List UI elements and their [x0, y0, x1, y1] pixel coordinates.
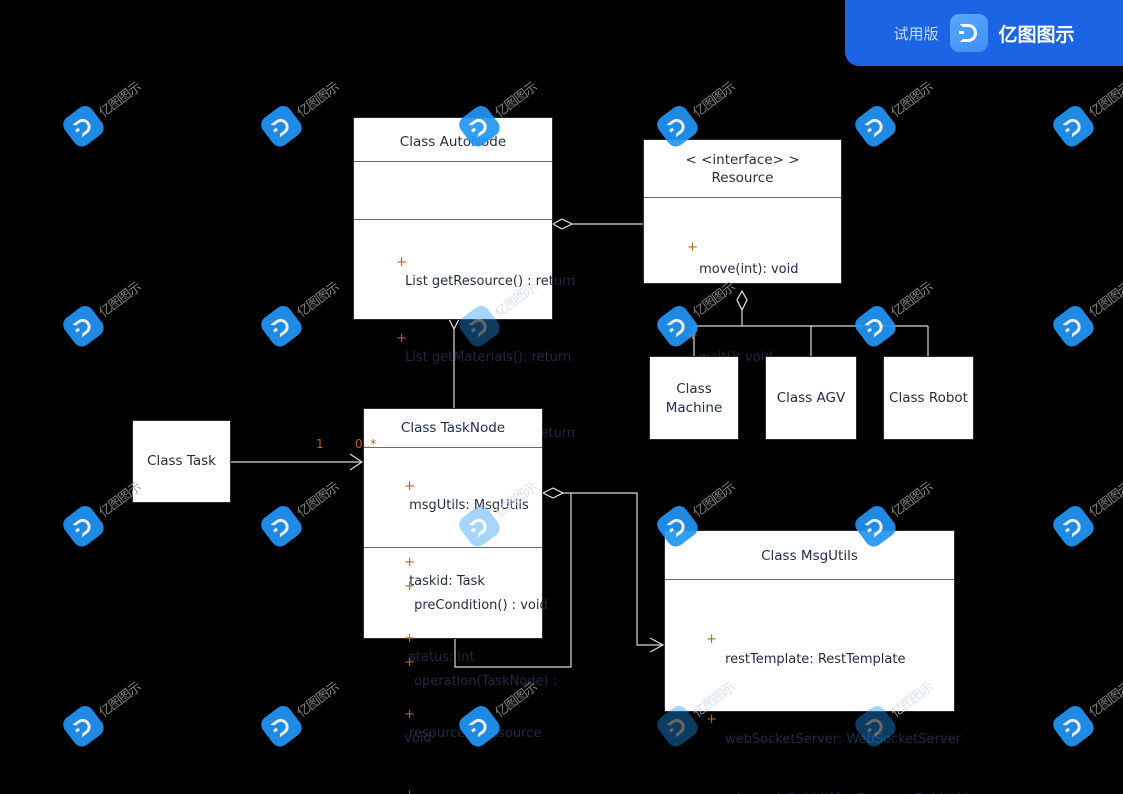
visibility-marker: + [706, 712, 717, 727]
class-node-machine[interactable]: Class Machine [649, 356, 739, 440]
class-member: dynamicRabbitMq: DynamicRabbitMq [673, 770, 976, 794]
visibility-marker: + [404, 631, 415, 646]
edge-task-tasknode[interactable] [231, 453, 364, 471]
visibility-marker: + [706, 632, 717, 647]
member-text: preCondition() : void [414, 598, 548, 613]
class-node-tasknode[interactable]: Class TaskNode + msgUtils: MsgUtils + ta… [363, 408, 557, 794]
methods-compartment: + move(int): void + wait(): void [644, 197, 841, 365]
visibility-marker: + [396, 255, 407, 270]
member-text: dynamicRabbitMq: DynamicRabbitMq [732, 792, 976, 794]
member-text: move(int): void [699, 262, 799, 277]
class-title: Class MsgUtils [761, 548, 858, 564]
class-node-task[interactable]: Class Task [132, 420, 231, 503]
interface-stereotype: < <interface> > [685, 152, 800, 168]
class-title: Resource [711, 170, 774, 186]
attributes-compartment [354, 161, 552, 219]
class-title: Class AGV [776, 390, 846, 406]
member-text: List getResource() : return [405, 274, 576, 289]
edge-autonode-resource[interactable] [551, 218, 643, 230]
class-member: + move(int): void [654, 215, 841, 303]
class-title: Class Robot [889, 390, 968, 406]
class-member: + status: int [371, 610, 542, 686]
visibility-marker: + [687, 240, 698, 255]
attributes-compartment: + msgUtils: MsgUtils + taskid: Task + st… [364, 447, 542, 741]
class-member: + operation(TaskNode) : [371, 634, 557, 710]
class-node-robot[interactable]: Class Robot [883, 356, 974, 440]
class-node-agv[interactable]: Class AGV [765, 356, 857, 440]
edraw-logo-icon [949, 14, 988, 52]
multiplicity-source: 1 [316, 437, 324, 451]
member-text: msgUtils: MsgUtils [409, 498, 529, 513]
methods-compartment: + preCondition() : void + operation(Task… [364, 547, 557, 794]
member-text: operation(TaskNode) : [414, 674, 558, 689]
member-text: List getMaterials(): return [405, 350, 572, 365]
methods-compartment: + List getResource() : return + List get… [354, 219, 575, 441]
trial-banner[interactable]: 试用版 亿图图示 [845, 0, 1123, 66]
class-title: Class Task [147, 453, 216, 469]
class-member: void [371, 710, 542, 767]
class-title: Class Machine [665, 381, 723, 416]
brand-name: 亿图图示 [998, 23, 1075, 46]
member-text: void [404, 731, 432, 746]
visibility-marker: + [404, 655, 415, 670]
visibility-marker: + [404, 788, 415, 794]
visibility-marker: + [404, 555, 415, 570]
visibility-marker: + [396, 331, 407, 346]
class-member: + taskid: Task [371, 534, 542, 610]
class-title: Class AutoNode [399, 134, 507, 150]
class-node-resource[interactable]: < <interface> > Resource + move(int): vo… [643, 139, 842, 365]
visibility-marker: + [404, 479, 415, 494]
edge-tasknode-msgutils[interactable] [541, 487, 665, 653]
class-member: + preCondition() : void [371, 558, 548, 634]
class-title: Class TaskNode [400, 420, 506, 436]
member-text: status: int [409, 650, 475, 665]
multiplicity-target: 0..* [355, 437, 377, 451]
class-member: + confirm() : void [371, 767, 542, 794]
trial-label: 试用版 [893, 24, 939, 43]
class-member: + List getMaterials(): return [363, 310, 571, 386]
class-member: + webSocketServer: WebSocketServer [673, 690, 961, 770]
edge-tasknode-self[interactable] [454, 493, 572, 668]
member-text: webSocketServer: WebSocketServer [725, 732, 961, 747]
class-node-msgutils[interactable]: Class MsgUtils + restTemplate: RestTempl… [664, 530, 976, 794]
member-text: restTemplate: RestTemplate [725, 652, 906, 667]
class-member: + restTemplate: RestTemplate [673, 610, 954, 690]
visibility-marker: + [404, 707, 415, 722]
class-node-autonode[interactable]: Class AutoNode + List getResource() : re… [353, 117, 575, 441]
class-member: + msgUtils: MsgUtils [371, 458, 542, 534]
visibility-marker: + [687, 328, 698, 343]
visibility-marker: + [404, 579, 415, 594]
member-text: taskid: Task [409, 574, 485, 589]
attributes-compartment: + restTemplate: RestTemplate + webSocket… [665, 579, 976, 794]
class-member: + List getResource() : return [363, 234, 575, 310]
